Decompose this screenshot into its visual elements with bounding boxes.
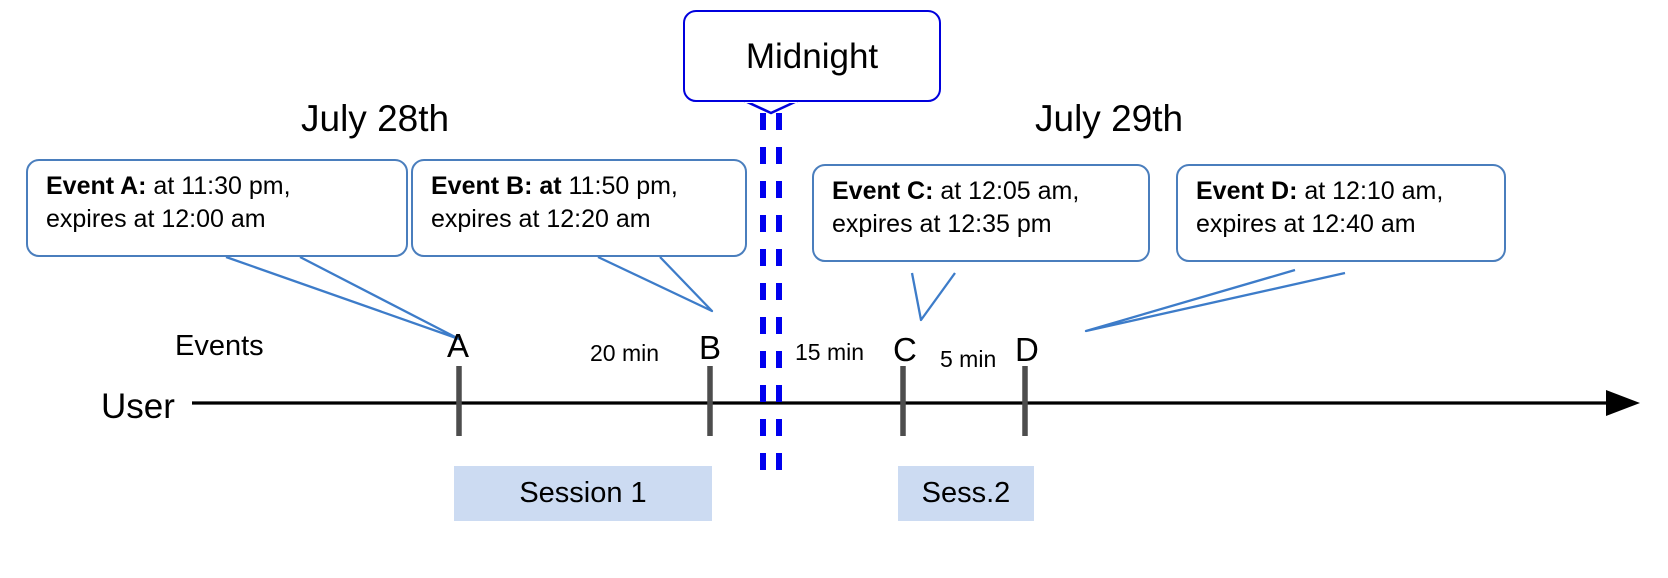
midnight-callout-tail — [744, 99, 798, 115]
callout-tail-b — [597, 255, 714, 313]
event-callout-c: Event C: at 12:05 am, expires at 12:35 p… — [812, 164, 1150, 262]
event-a-line2: expires at 12:00 am — [46, 205, 266, 233]
marker-label-d: D — [1015, 331, 1039, 368]
event-d-time: at 12:10 am, — [1297, 177, 1444, 205]
event-a-line1: Event A: at 11:30 pm, — [46, 170, 406, 203]
gap-label-c-d: 5 min — [940, 346, 997, 372]
event-d-title: Event D: — [1196, 177, 1298, 205]
event-b-line1: Event B: at 11:50 pm, — [431, 170, 745, 203]
event-b-line2: expires at 12:20 am — [431, 205, 651, 233]
session-box-2: Sess.2 — [898, 466, 1034, 521]
callout-tail-c — [910, 272, 956, 322]
session-box-1: Session 1 — [454, 466, 712, 521]
event-b-title: Event B: at — [431, 172, 562, 200]
event-c-time: at 12:05 am, — [933, 177, 1080, 205]
marker-label-c: C — [893, 331, 917, 368]
session-2-label: Sess.2 — [921, 477, 1011, 509]
callout-tail-d — [1084, 268, 1346, 333]
event-a-time: at 11:30 pm, — [146, 172, 291, 200]
event-callout-a: Event A: at 11:30 pm, expires at 12:00 a… — [26, 159, 408, 257]
event-callout-b: Event B: at 11:50 pm, expires at 12:20 a… — [411, 159, 747, 257]
gap-label-a-b: 20 min — [590, 340, 660, 366]
event-b-time: 11:50 pm, — [561, 172, 678, 200]
midnight-dashed-line — [760, 113, 782, 474]
gap-label-b-c: 15 min — [795, 339, 865, 365]
session-1-label: Session 1 — [519, 477, 647, 509]
event-c-title: Event C: — [832, 177, 934, 205]
midnight-callout: Midnight — [683, 10, 941, 102]
callout-tail-a — [225, 255, 461, 341]
event-c-line1: Event C: at 12:05 am, — [832, 175, 1148, 208]
event-a-title: Event A: — [46, 172, 147, 200]
marker-label-a: A — [447, 327, 470, 364]
user-axis — [192, 390, 1640, 416]
event-d-line2: expires at 12:40 am — [1196, 210, 1416, 238]
date-label-left: July 28th — [301, 98, 450, 139]
event-callout-d: Event D: at 12:10 am, expires at 12:40 a… — [1176, 164, 1506, 262]
user-row-label: User — [101, 387, 175, 426]
event-tick-marks — [456, 366, 1028, 436]
date-label-right: July 29th — [1035, 98, 1184, 139]
callout-tails — [225, 255, 1346, 341]
event-d-line1: Event D: at 12:10 am, — [1196, 175, 1504, 208]
events-row-label: Events — [175, 330, 264, 362]
event-c-line2: expires at 12:35 pm — [832, 210, 1052, 238]
marker-label-b: B — [699, 329, 722, 366]
midnight-label: Midnight — [745, 36, 879, 76]
